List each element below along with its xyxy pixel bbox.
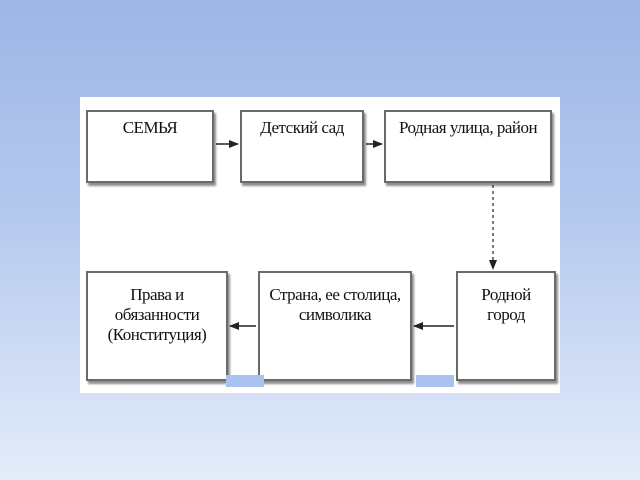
node-home-street: Родная улица, район (384, 110, 552, 183)
node-family: СЕМЬЯ (86, 110, 214, 183)
diagram-panel: СЕМЬЯ Детский сад Родная улица, район Ро… (80, 97, 560, 393)
node-country: Страна, ее столица, символика (258, 271, 412, 381)
node-family-line-1: СЕМЬЯ (122, 118, 178, 137)
node-rights-line-1: Права и (130, 285, 184, 304)
node-rights-line-2: обязанности (114, 305, 200, 324)
decorative-tab-left (226, 375, 264, 387)
node-home-street-line-1: Родная улица, район (398, 118, 538, 137)
node-home-city-line-1: Родной город (481, 285, 531, 324)
node-rights-line-3: (Конституция) (107, 325, 207, 344)
node-home-city: Родной город (456, 271, 556, 381)
node-country-line-2: символика (298, 305, 372, 324)
node-country-line-1: Страна, ее столица, (269, 285, 401, 304)
node-kindergarten-line-1: Детский сад (260, 118, 344, 137)
node-kindergarten: Детский сад (240, 110, 364, 183)
decorative-tab-right (416, 375, 454, 387)
node-rights: Права и обязанности (Конституция) (86, 271, 228, 381)
